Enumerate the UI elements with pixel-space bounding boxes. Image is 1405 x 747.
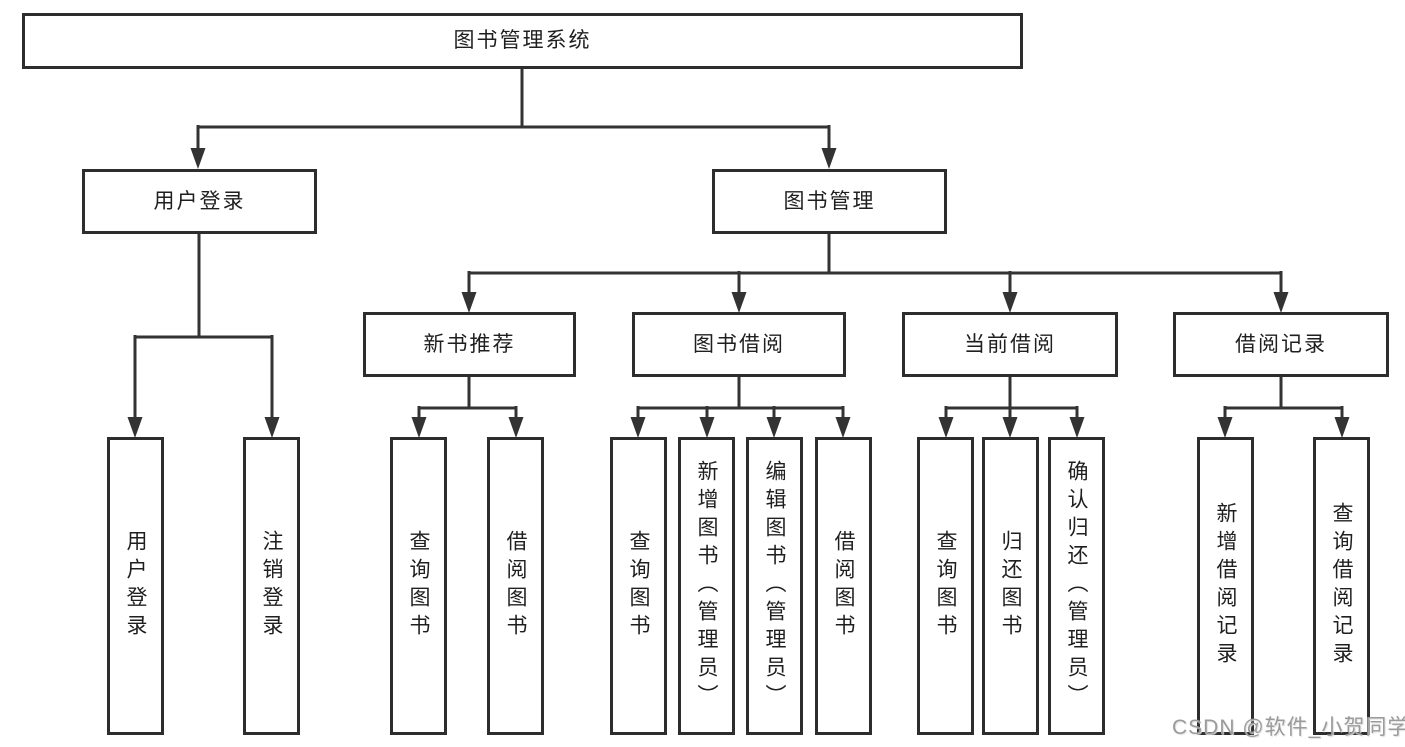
node-borrow-books-recommend: 借阅图书: [487, 437, 544, 735]
node-add-borrow-record: 新增借阅记录: [1197, 437, 1254, 735]
node-current-borrowing: 当前借阅: [902, 312, 1118, 377]
node-borrow-books-recommend-label: 借阅图书: [504, 530, 527, 642]
node-book-borrowing-label: 图书借阅: [693, 332, 785, 356]
node-borrow-books-borrowing-label: 借阅图书: [832, 530, 855, 642]
node-add-book-admin-label: 新增图书（管理员）: [695, 460, 718, 712]
node-query-books-current-label: 查询图书: [934, 530, 957, 642]
node-root-label: 图书管理系统: [453, 29, 592, 53]
node-return-book: 归还图书: [982, 437, 1039, 735]
node-book-management-label: 图书管理: [783, 189, 876, 213]
node-new-book-recommend: 新书推荐: [363, 312, 576, 377]
node-book-borrowing: 图书借阅: [632, 312, 846, 377]
node-add-book-admin: 新增图书（管理员）: [678, 437, 735, 735]
node-user-login: 用户登录: [82, 169, 317, 234]
node-query-books-borrowing-label: 查询图书: [627, 530, 650, 642]
node-add-borrow-record-label: 新增借阅记录: [1214, 502, 1237, 670]
node-user-login-label: 用户登录: [153, 189, 246, 213]
node-borrow-records: 借阅记录: [1173, 312, 1389, 377]
node-query-books-recommend: 查询图书: [390, 437, 447, 735]
node-user-login-action: 用户登录: [107, 437, 164, 735]
node-borrow-records-label: 借阅记录: [1235, 332, 1327, 356]
csdn-watermark: CSDN @软件_小贺同学: [1172, 716, 1405, 739]
node-query-borrow-record-label: 查询借阅记录: [1330, 502, 1353, 670]
node-edit-book-admin: 编辑图书（管理员）: [746, 437, 803, 735]
node-query-books-borrowing: 查询图书: [610, 437, 667, 735]
node-book-management: 图书管理: [712, 169, 947, 234]
node-borrow-books-borrowing: 借阅图书: [815, 437, 872, 735]
node-current-borrowing-label: 当前借阅: [964, 332, 1056, 356]
node-return-book-label: 归还图书: [999, 530, 1022, 642]
arrowheads: [127, 148, 1350, 438]
node-confirm-return-admin-label: 确认归还（管理员）: [1065, 460, 1088, 712]
node-query-books-recommend-label: 查询图书: [407, 530, 430, 642]
connector-strokes: [133, 69, 1344, 419]
node-root: 图书管理系统: [22, 13, 1023, 69]
node-new-book-recommend-label: 新书推荐: [423, 332, 516, 356]
node-query-books-current: 查询图书: [917, 437, 974, 735]
node-logout-action: 注销登录: [243, 437, 300, 735]
node-confirm-return-admin: 确认归还（管理员）: [1048, 437, 1105, 735]
node-logout-action-label: 注销登录: [260, 530, 283, 642]
node-query-borrow-record: 查询借阅记录: [1313, 437, 1370, 735]
node-edit-book-admin-label: 编辑图书（管理员）: [763, 460, 786, 712]
node-user-login-action-label: 用户登录: [124, 530, 147, 642]
